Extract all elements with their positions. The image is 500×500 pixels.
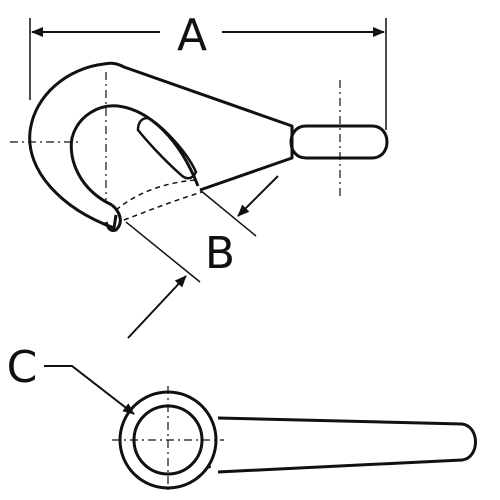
hook-side-view [10,61,389,232]
b-arrow-lower [127,275,187,339]
dimension-a: A [29,10,387,130]
eye-tab [289,124,389,160]
dimension-b-label: B [205,228,235,279]
dimension-b: B [125,175,279,339]
gate-slot [136,116,198,180]
b-arrow-upper [237,175,279,217]
b-extension-lower [125,221,201,283]
dimension-c: C [7,342,135,415]
gate-arc-upper [115,179,197,211]
dimension-c-label: C [7,342,38,393]
hook-outer-outline [28,61,294,230]
hook-top-view [112,386,477,494]
hook-tip [104,203,122,232]
dimension-a-label: A [177,10,207,61]
b-extension-upper [199,189,257,237]
gate-arc-lower [123,191,203,221]
c-leader-arrow [44,365,135,415]
shank-outline [217,416,477,474]
hook-inner-outline [69,104,200,207]
